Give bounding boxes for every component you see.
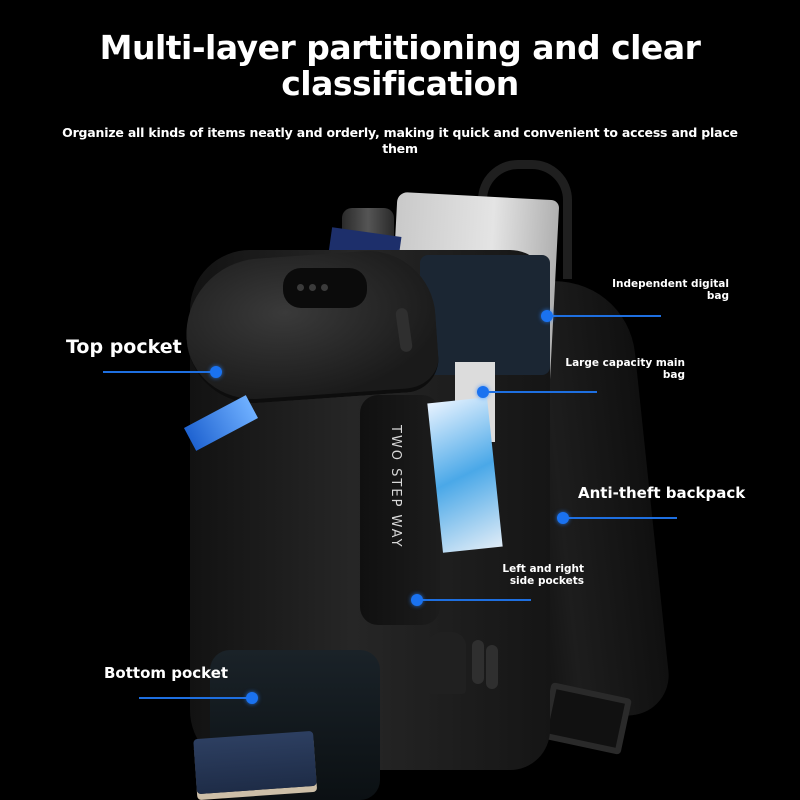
usb-port-icon [428, 632, 466, 694]
callout-main-bag-label: Large capacity main bag [565, 357, 685, 381]
callout-dot-icon [557, 512, 569, 524]
callout-main-bag-line-2: bag [662, 369, 685, 381]
subtitle: Organize all kinds of items neatly and o… [30, 125, 770, 157]
callout-top-pocket-label: Top pocket [66, 336, 182, 358]
callout-dot-icon [411, 594, 423, 606]
callout-side-pockets-label: Left and right side pockets [502, 563, 584, 587]
callout-anti-theft-line [563, 517, 677, 519]
callout-dot-icon [246, 692, 258, 704]
main-compartment-lining [420, 255, 550, 375]
callout-digital-bag-label: Independent digital bag [612, 278, 729, 302]
callout-dot-icon [477, 386, 489, 398]
brand-text: TWO STEP WAY [388, 425, 403, 549]
callout-bottom-pocket-line [139, 697, 252, 699]
callout-main-bag-line [483, 391, 597, 393]
combination-lock-icon [283, 268, 367, 308]
subtitle-line-2: them [382, 141, 418, 156]
callout-digital-bag-line [547, 315, 661, 317]
title-line-1: Multi-layer partitioning and clear [99, 28, 701, 67]
front-panel [360, 395, 440, 625]
page-title: Multi-layer partitioning and clear class… [0, 30, 800, 102]
zipper-pull-icon [486, 645, 498, 689]
callout-digital-bag-line-1: Independent digital [612, 278, 729, 290]
callout-side-pockets-line [417, 599, 531, 601]
passport [193, 730, 317, 795]
callout-dot-icon [541, 310, 553, 322]
callout-side-pockets-line-1: Left and right [502, 563, 584, 575]
callout-digital-bag-line-2: bag [706, 290, 729, 302]
callout-anti-theft-label: Anti-theft backpack [578, 484, 746, 502]
callout-top-pocket-line [103, 371, 216, 373]
zipper-pull-icon [472, 640, 484, 684]
title-line-2: classification [281, 64, 519, 103]
subtitle-line-1: Organize all kinds of items neatly and o… [62, 125, 738, 140]
callout-bottom-pocket-label: Bottom pocket [104, 664, 229, 682]
callout-main-bag-line-1: Large capacity main [565, 357, 685, 369]
callout-dot-icon [210, 366, 222, 378]
callout-side-pockets-line-2: side pockets [509, 575, 584, 587]
